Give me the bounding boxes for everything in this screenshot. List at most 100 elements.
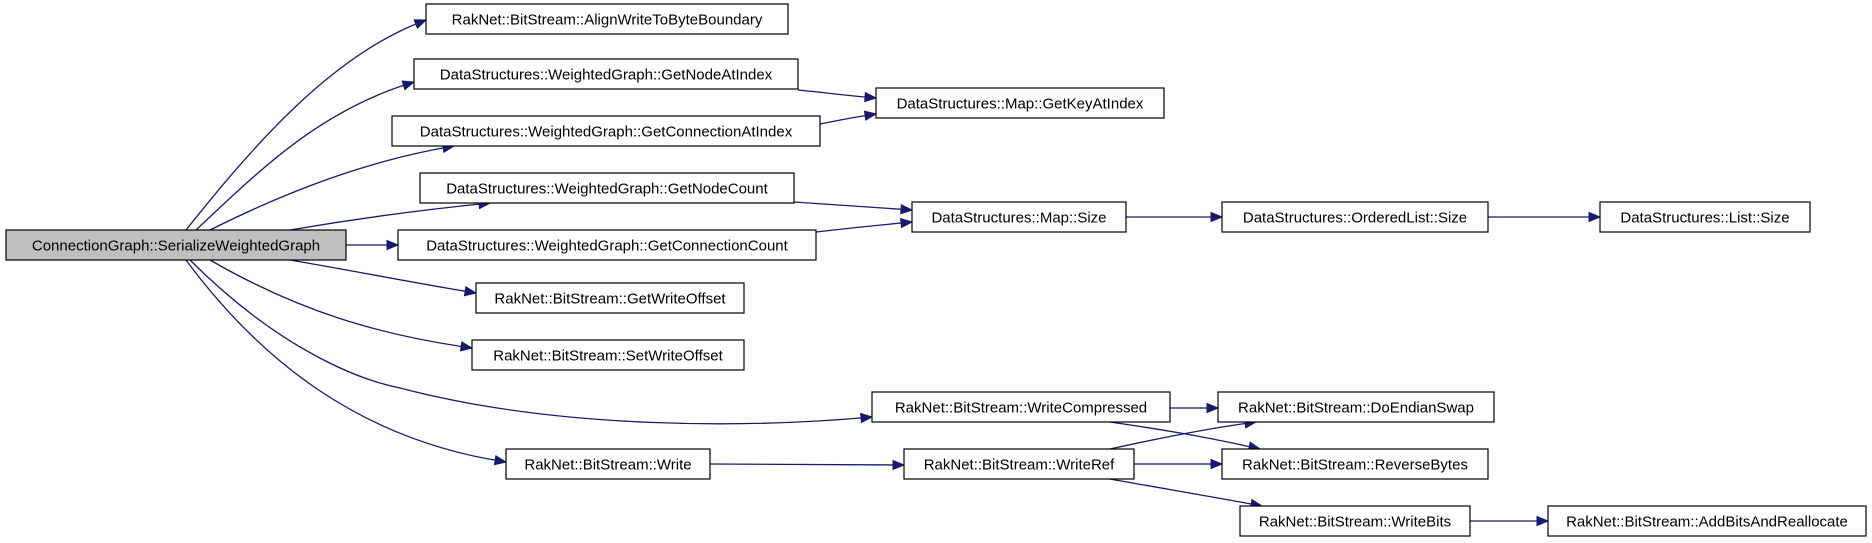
node-writeRef[interactable]: RakNet::BitStream::WriteRef	[903, 448, 1135, 480]
node-label: DataStructures::Map::GetKeyAtIndex	[897, 96, 1144, 113]
node-orderedListSize[interactable]: DataStructures::OrderedList::Size	[1221, 201, 1489, 233]
edge-mapSize-to-orderedListSize	[1126, 211, 1224, 223]
node-box[interactable]	[397, 229, 817, 261]
node-label: DataStructures::List::Size	[1620, 210, 1789, 227]
node-writeCompressed[interactable]: RakNet::BitStream::WriteCompressed	[871, 391, 1171, 423]
edge-line	[185, 259, 507, 463]
node-alignWrite[interactable]: RakNet::BitStream::AlignWriteToByteBound…	[425, 3, 789, 35]
node-label: DataStructures::WeightedGraph::GetConnec…	[420, 124, 793, 141]
edge-line	[1109, 421, 1257, 450]
arrowhead-icon	[1210, 211, 1224, 223]
edge-writeRef-to-writeBits	[1109, 478, 1264, 510]
node-getNodeAtIndex[interactable]: DataStructures::WeightedGraph::GetNodeAt…	[413, 58, 799, 90]
node-label: RakNet::BitStream::WriteRef	[924, 457, 1115, 474]
edge-writeCompressed-to-reverseBytes	[1109, 421, 1262, 452]
node-doEndianSwap[interactable]: RakNet::BitStream::DoEndianSwap	[1217, 391, 1495, 423]
edge-root-to-getWriteOffset	[289, 259, 478, 297]
arrowhead-icon	[459, 341, 474, 352]
edge-getConnAtIndex-to-mapGetKey	[819, 110, 878, 125]
node-label: DataStructures::WeightedGraph::GetNodeCo…	[446, 181, 768, 198]
node-box[interactable]	[911, 201, 1127, 233]
node-label: RakNet::BitStream::WriteBits	[1259, 514, 1451, 531]
node-box[interactable]	[875, 87, 1165, 119]
edge-root-to-writeCompressed	[189, 259, 874, 425]
edge-writeRef-to-doEndianSwap	[1109, 418, 1258, 450]
node-box[interactable]	[425, 3, 789, 35]
node-write[interactable]: RakNet::BitStream::Write	[505, 448, 711, 480]
node-label: RakNet::BitStream::GetWriteOffset	[494, 291, 726, 308]
edge-line	[793, 201, 913, 211]
node-box[interactable]	[1599, 201, 1811, 233]
edge-getConnCount-to-mapSize	[815, 217, 914, 233]
edge-root-to-setWriteOffset	[209, 259, 474, 352]
edge-line	[209, 145, 455, 231]
edge-line	[195, 81, 415, 231]
node-label: DataStructures::Map::Size	[931, 210, 1106, 227]
edge-line	[709, 463, 905, 466]
arrowhead-icon	[413, 19, 428, 30]
edge-orderedListSize-to-listSize	[1488, 211, 1602, 223]
node-box[interactable]	[505, 448, 711, 480]
nodes-layer: ConnectionGraph::SerializeWeightedGraphR…	[5, 3, 1867, 537]
node-box[interactable]	[1221, 201, 1489, 233]
arrowhead-icon	[863, 110, 878, 121]
arrowhead-icon	[1210, 458, 1224, 470]
edge-line	[189, 259, 873, 425]
edge-write-to-writeRef	[709, 459, 906, 471]
arrowhead-icon	[386, 239, 400, 251]
node-label: RakNet::BitStream::ReverseBytes	[1242, 457, 1468, 474]
node-box[interactable]	[419, 172, 795, 204]
edge-line	[289, 259, 477, 294]
edge-line	[1109, 478, 1263, 507]
arrowhead-icon	[401, 80, 416, 91]
arrowhead-icon	[900, 204, 914, 215]
node-box[interactable]	[871, 391, 1171, 423]
arrowhead-icon	[1588, 211, 1602, 223]
edge-line	[815, 221, 913, 233]
node-label: RakNet::BitStream::Write	[524, 457, 691, 474]
arrowhead-icon	[1206, 402, 1220, 414]
edge-writeRef-to-reverseBytes	[1134, 458, 1224, 470]
arrowhead-icon	[900, 217, 914, 229]
node-mapGetKey[interactable]: DataStructures::Map::GetKeyAtIndex	[875, 87, 1165, 119]
node-box[interactable]	[471, 339, 745, 371]
node-label: RakNet::BitStream::AddBitsAndReallocate	[1566, 514, 1848, 531]
edge-getNodeCount-to-mapSize	[793, 201, 914, 215]
node-box[interactable]	[5, 229, 347, 261]
node-label: ConnectionGraph::SerializeWeightedGraph	[32, 238, 320, 255]
edge-line	[797, 89, 877, 99]
edge-root-to-write	[185, 259, 508, 466]
edge-root-to-getConnCount	[346, 239, 400, 251]
node-writeBits[interactable]: RakNet::BitStream::WriteBits	[1239, 505, 1471, 537]
node-label: RakNet::BitStream::DoEndianSwap	[1238, 400, 1474, 417]
edge-getNodeAtIndex-to-mapGetKey	[797, 89, 878, 103]
node-label: RakNet::BitStream::AlignWriteToByteBound…	[452, 12, 763, 29]
node-getConnAtIndex[interactable]: DataStructures::WeightedGraph::GetConnec…	[391, 115, 821, 147]
node-setWriteOffset[interactable]: RakNet::BitStream::SetWriteOffset	[471, 339, 745, 371]
node-root[interactable]: ConnectionGraph::SerializeWeightedGraph	[5, 229, 347, 261]
node-getWriteOffset[interactable]: RakNet::BitStream::GetWriteOffset	[475, 282, 745, 314]
node-label: RakNet::BitStream::WriteCompressed	[895, 400, 1147, 417]
edge-line	[289, 202, 491, 231]
node-box[interactable]	[1217, 391, 1495, 423]
node-box[interactable]	[391, 115, 821, 147]
node-box[interactable]	[1547, 505, 1867, 537]
node-listSize[interactable]: DataStructures::List::Size	[1599, 201, 1811, 233]
node-box[interactable]	[475, 282, 745, 314]
edge-root-to-getNodeAtIndex	[195, 80, 416, 231]
arrowhead-icon	[864, 91, 878, 103]
node-mapSize[interactable]: DataStructures::Map::Size	[911, 201, 1127, 233]
node-box[interactable]	[903, 448, 1135, 480]
node-box[interactable]	[1239, 505, 1471, 537]
edge-line	[185, 19, 427, 231]
edge-line	[209, 259, 473, 349]
node-getConnCount[interactable]: DataStructures::WeightedGraph::GetConnec…	[397, 229, 817, 261]
node-getNodeCount[interactable]: DataStructures::WeightedGraph::GetNodeCo…	[419, 172, 795, 204]
arrowhead-icon	[463, 285, 478, 297]
node-reverseBytes[interactable]: RakNet::BitStream::ReverseBytes	[1221, 448, 1489, 480]
arrowhead-icon	[1536, 515, 1550, 527]
edge-root-to-getConnAtIndex	[209, 142, 456, 231]
node-box[interactable]	[413, 58, 799, 90]
node-box[interactable]	[1221, 448, 1489, 480]
node-addBits[interactable]: RakNet::BitStream::AddBitsAndReallocate	[1547, 505, 1867, 537]
